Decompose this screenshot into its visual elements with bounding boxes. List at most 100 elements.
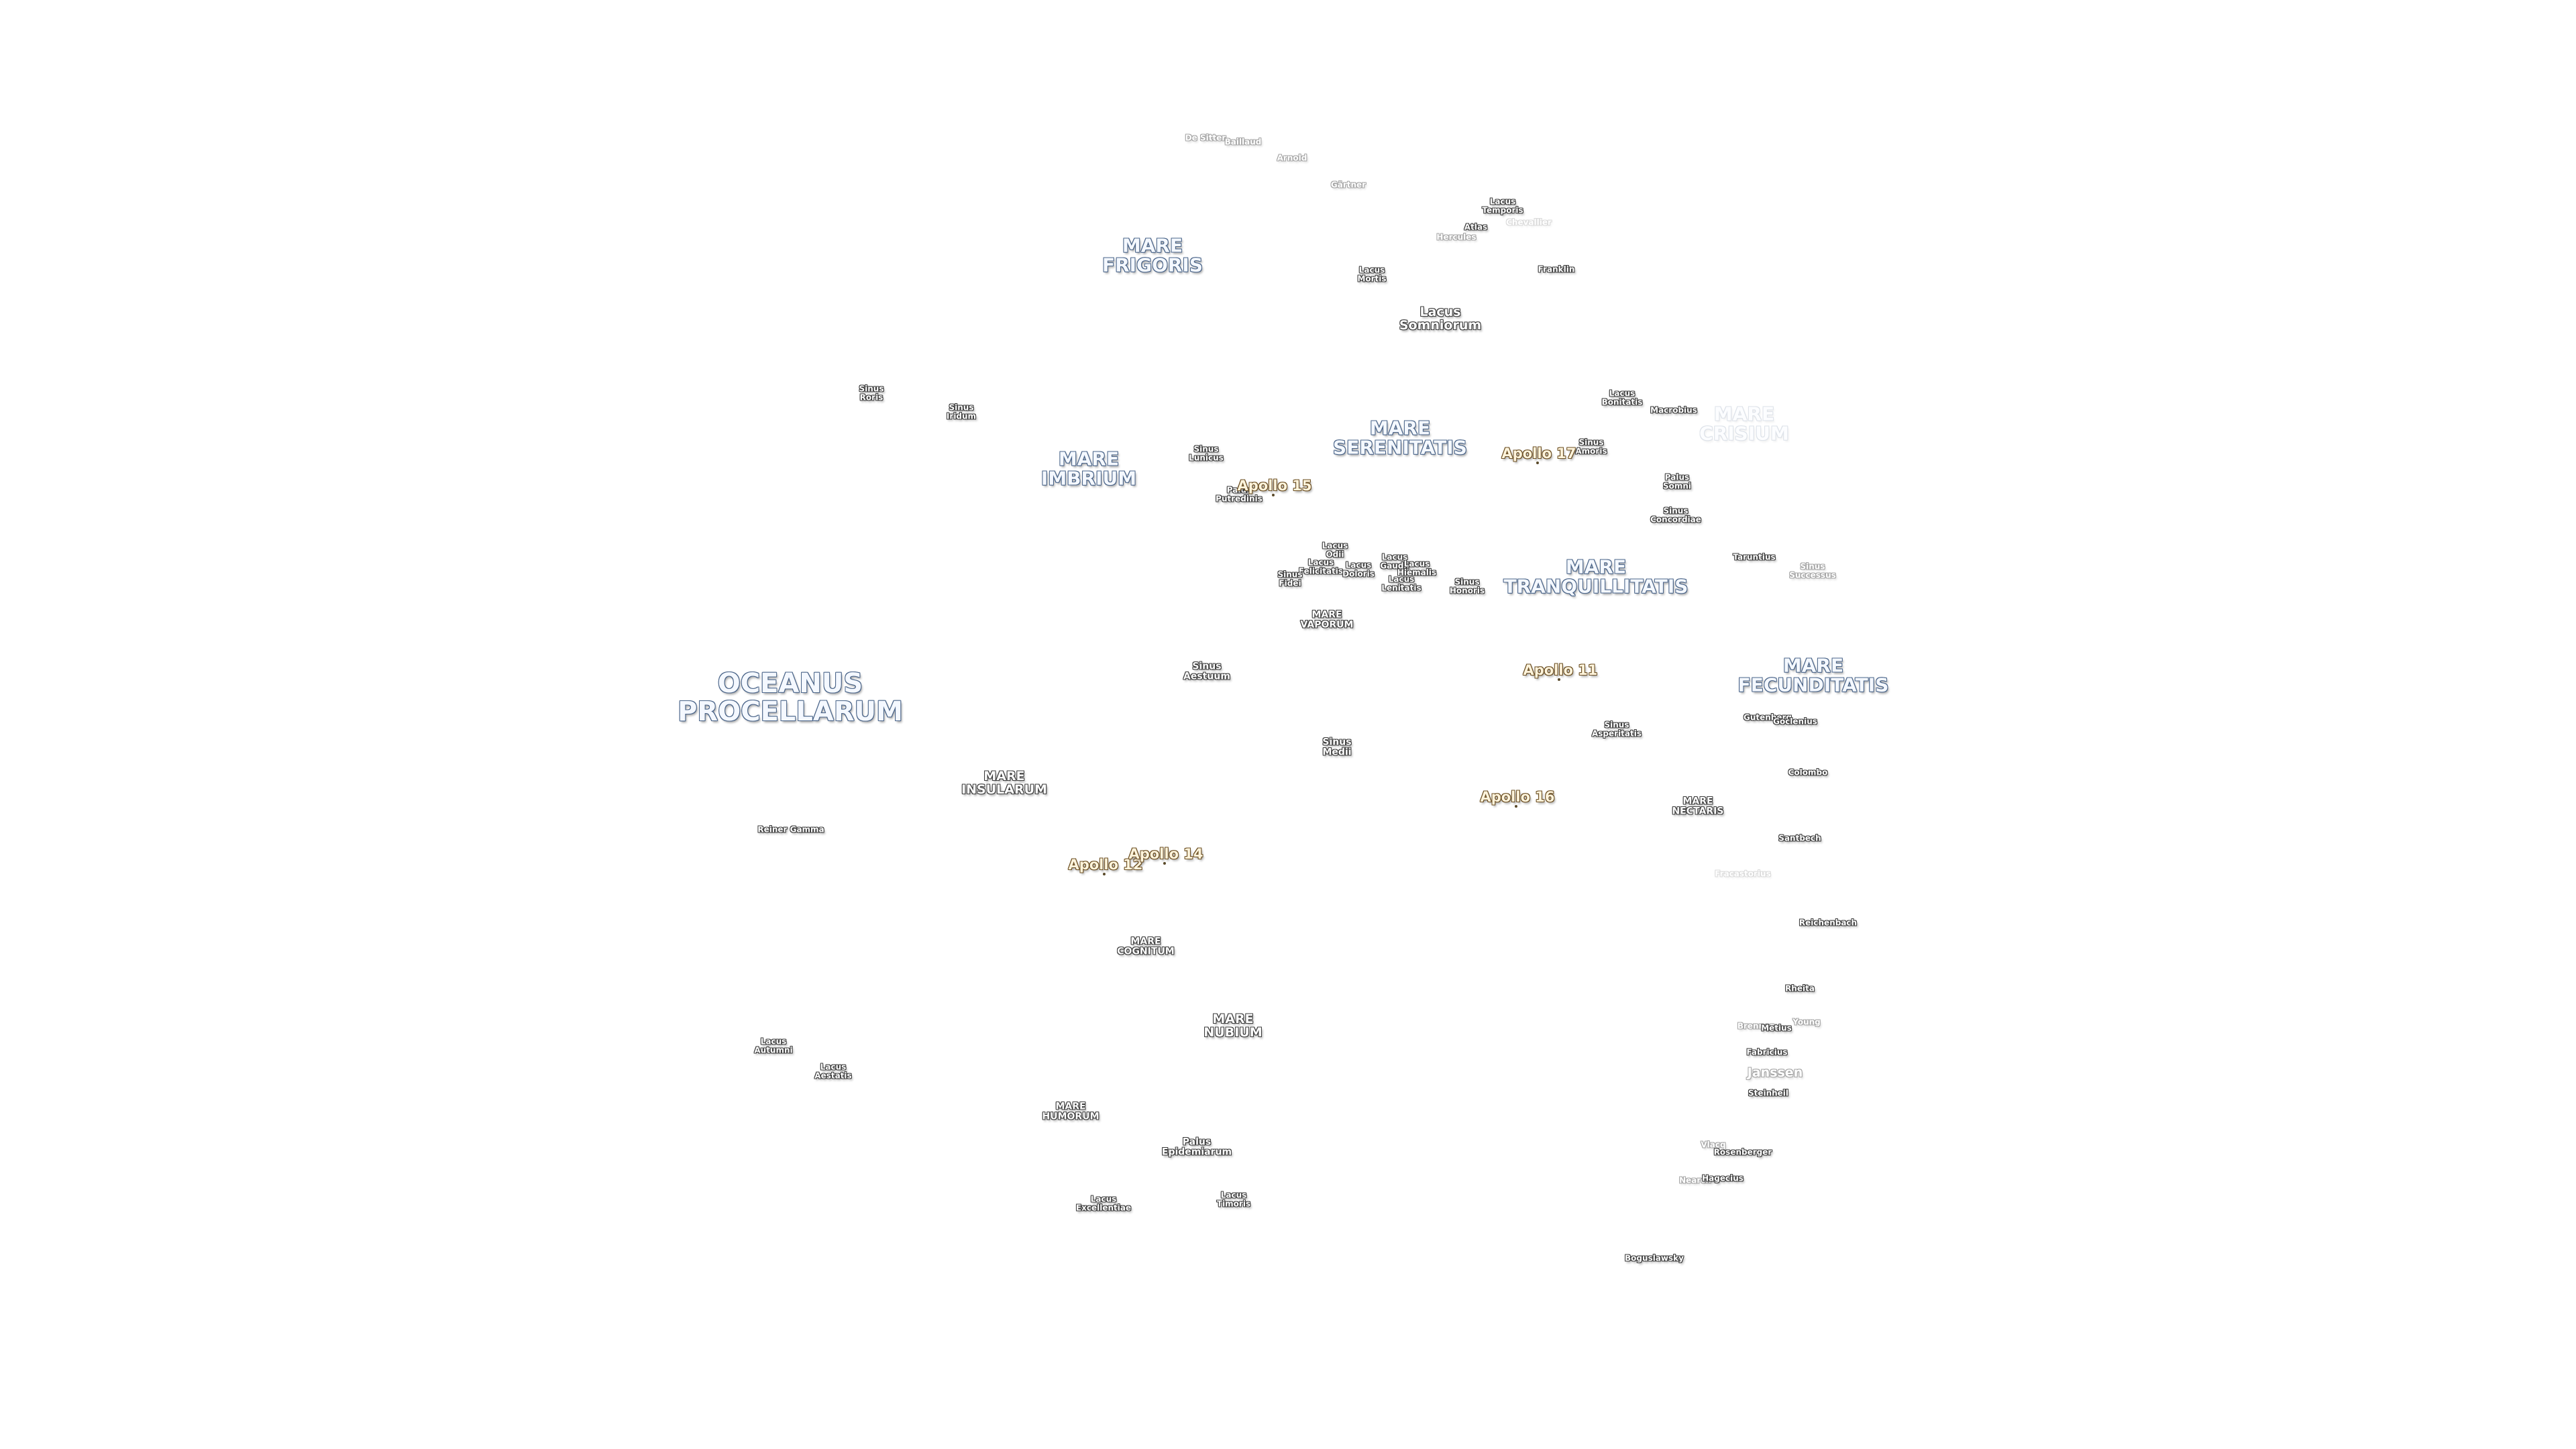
- label-line: MARE: [1369, 417, 1431, 439]
- label-line: SERENITATIS: [1333, 437, 1467, 459]
- label-line: Palus: [1226, 485, 1252, 495]
- map-label-colombo: Colombo: [1788, 769, 1828, 777]
- label-line: NECTARIS: [1672, 806, 1724, 816]
- label-line: Janssen: [1747, 1065, 1803, 1081]
- label-line: Timoris: [1216, 1199, 1251, 1208]
- label-line: Bonitatis: [1601, 397, 1643, 407]
- label-line: NUBIUM: [1203, 1025, 1263, 1040]
- label-line: Putredinis: [1216, 494, 1263, 503]
- landing-site-apollo-11: Apollo 11: [1523, 663, 1597, 678]
- landing-site-marker: [1558, 678, 1560, 681]
- label-line: Apollo 17: [1501, 445, 1576, 462]
- label-line: Apollo 11: [1523, 661, 1598, 678]
- label-line: Young: [1792, 1017, 1821, 1027]
- map-label-reichenbach: Reichenbach: [1799, 919, 1857, 928]
- label-line: Taruntius: [1733, 552, 1776, 562]
- label-line: Arnold: [1277, 153, 1307, 163]
- map-label-gutenberg: Gutenberg: [1743, 714, 1792, 722]
- label-line: Gärtner: [1330, 180, 1366, 190]
- label-line: Successus: [1789, 570, 1836, 580]
- label-line: MARE: [1212, 1012, 1254, 1027]
- label-line: Boguslawsky: [1625, 1253, 1684, 1263]
- label-line: Sinus: [1192, 661, 1222, 672]
- map-label-macrobius: Macrobius: [1650, 407, 1697, 415]
- label-line: Lacus: [1322, 541, 1348, 551]
- label-line: Lenitatis: [1381, 583, 1421, 592]
- label-line: Lacus: [1090, 1194, 1117, 1204]
- label-line: TRANQUILLITATIS: [1503, 576, 1688, 598]
- label-line: Sinus: [1193, 444, 1219, 454]
- label-line: Lacus: [1419, 305, 1461, 320]
- label-line: MARE: [1713, 402, 1775, 425]
- label-line: Mortis: [1357, 274, 1387, 283]
- map-label-santbech: Santbech: [1778, 835, 1821, 843]
- label-line: Lunicus: [1189, 453, 1224, 462]
- label-line: Lacus: [1345, 560, 1372, 570]
- label-line: Doloris: [1342, 569, 1375, 578]
- label-line: Sinus: [1322, 737, 1352, 748]
- map-label-steinheil: Steinheil: [1748, 1089, 1788, 1098]
- label-line: VAPORUM: [1300, 619, 1354, 630]
- label-line: Concordiae: [1650, 515, 1701, 524]
- map-label-gartner: Gärtner: [1331, 181, 1366, 190]
- label-line: Vlacq: [1701, 1140, 1726, 1150]
- label-line: CRISIUM: [1699, 423, 1789, 445]
- landing-site-apollo-17: Apollo 17: [1501, 446, 1576, 461]
- map-label-reiner-gamma: Reiner Gamma: [757, 826, 824, 835]
- label-line: MARE: [1782, 654, 1844, 677]
- map-label-young: Young: [1792, 1018, 1821, 1027]
- label-line: Chevallier: [1506, 217, 1552, 227]
- map-label-janssen: Janssen: [1747, 1065, 1803, 1081]
- label-line: Sinus: [1277, 570, 1303, 580]
- label-line: Gutenberg: [1743, 712, 1792, 722]
- label-line: Aestuum: [1183, 671, 1230, 682]
- label-line: Lacus: [1358, 265, 1385, 275]
- map-label-de-sitter: De Sitter: [1185, 134, 1226, 143]
- label-line: Lacus: [1609, 388, 1635, 398]
- map-label-taruntius: Taruntius: [1733, 553, 1775, 562]
- map-label-nearch: Nearch: [1679, 1177, 1711, 1185]
- label-line: Lacus: [1381, 552, 1408, 562]
- label-line: Hiemalis: [1397, 568, 1437, 577]
- label-line: Iridum: [946, 411, 977, 421]
- label-line: Honoris: [1449, 586, 1485, 595]
- label-line: Sinus: [1578, 437, 1604, 447]
- label-line: FRIGORIS: [1102, 254, 1203, 276]
- label-line: Somniorum: [1399, 318, 1482, 333]
- label-line: Palus: [1182, 1136, 1212, 1148]
- label-line: MARE: [1058, 447, 1120, 470]
- label-line: Lacus: [760, 1036, 787, 1046]
- label-line: Temporis: [1482, 205, 1523, 215]
- label-line: Apollo 16: [1480, 788, 1555, 805]
- label-line: Sinus: [1663, 506, 1688, 516]
- label-line: Aestatis: [814, 1071, 852, 1080]
- map-label-franklin: Franklin: [1538, 266, 1575, 274]
- landing-site-marker: [1163, 862, 1166, 865]
- label-line: Odii: [1326, 549, 1344, 559]
- label-line: Palus: [1664, 472, 1690, 482]
- label-line: Atlas: [1464, 222, 1488, 232]
- label-line: Autumni: [754, 1045, 793, 1055]
- label-line: Sinus: [1800, 561, 1825, 572]
- map-label-baillaud: Baillaud: [1225, 138, 1262, 147]
- label-line: OCEANUS: [717, 668, 863, 699]
- map-label-fracastorius: Fracastorius: [1715, 870, 1771, 879]
